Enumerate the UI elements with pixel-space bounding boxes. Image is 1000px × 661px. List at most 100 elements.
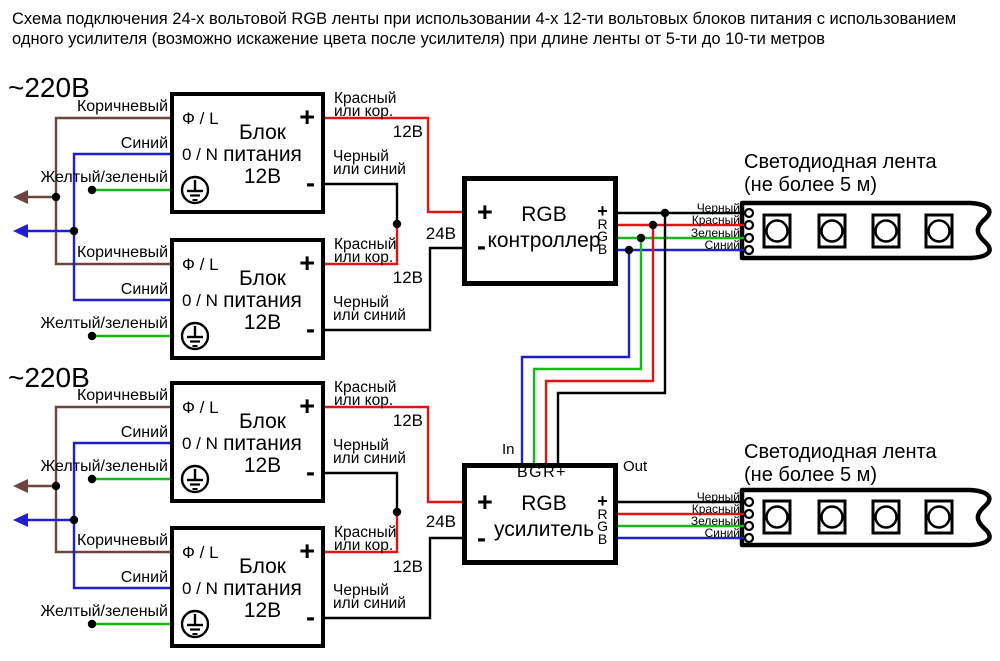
psu3-black-wire-label-l1: Черный — [333, 437, 389, 454]
strip-terminals — [743, 207, 755, 544]
psu1-ground-label: Желтый/зеленый — [40, 169, 168, 186]
psu1-blue-label: Синий — [120, 135, 168, 152]
amplifier-24v-label: 24В — [425, 512, 456, 531]
psu3-red-wire-label-l2: или кор. — [334, 392, 394, 409]
controller-24v-label: 24В — [425, 224, 456, 243]
ac-wires-group1 — [13, 116, 171, 338]
psu4-ground-label: Желтый/зеленый — [40, 603, 168, 620]
phase-terminal-label: Ф / L — [182, 398, 219, 417]
psu2-red-wire-label-l1: Красный — [334, 236, 397, 253]
controller-output-wires — [520, 211, 749, 467]
strip2-red-wire-label: Красный — [691, 502, 740, 516]
psu-minus-terminal: - — [306, 314, 315, 344]
phase-terminal-label: Ф / L — [182, 109, 219, 128]
strip1-title-l1: Светодиодная лента — [744, 151, 937, 173]
ground-terminal-icon — [180, 464, 210, 494]
psu3-red-wire-label-l1: Красный — [334, 379, 397, 396]
phase-terminal-label: Ф / L — [182, 543, 219, 562]
psu1-black-wire-label-l1: Черный — [333, 148, 389, 165]
psu2-blue-label: Синий — [120, 281, 168, 298]
strip2-blue-wire-label: Синий — [704, 526, 740, 540]
neutral-terminal-label: 0 / N — [182, 579, 218, 598]
psu1-12v-label: 12В — [392, 122, 423, 141]
psu2-black-wire-label-l2: или синий — [333, 307, 406, 324]
psu-minus-terminal: - — [306, 602, 315, 632]
psu2-12v-label: 12В — [392, 268, 423, 287]
amplifier-output-terminals: + R G B — [597, 491, 608, 547]
led-strip-1-shape — [739, 200, 992, 261]
strip1-green-wire-label: Зеленый — [690, 226, 740, 240]
arrow-left-blue-icon — [13, 513, 28, 527]
ac-wires-group2 — [13, 405, 171, 626]
amplifier-out-label: Out — [623, 458, 648, 475]
led-strip-2-shape — [739, 487, 992, 548]
strip1-black-wire-label: Черный — [696, 201, 740, 215]
psu2-red-wire-label-l2: или кор. — [334, 249, 394, 266]
strip2-green-wire-label: Зеленый — [690, 514, 740, 528]
diagram-title-line2: одного усилителя (возможно искажение цве… — [12, 30, 826, 48]
ground-terminal-icon — [180, 609, 210, 639]
amplifier-output-wires — [614, 500, 749, 540]
psu-minus-terminal: - — [306, 168, 315, 198]
dc-wires-pair2 — [321, 405, 464, 620]
strip2-title-l2: (не более 5 м) — [744, 464, 878, 486]
psu3-ground-label: Желтый/зеленый — [40, 458, 168, 475]
ac-voltage-label-2: ~220В — [8, 362, 90, 393]
psu1-red-wire-label-l2: или кор. — [334, 103, 394, 120]
phase-terminal-label: Ф / L — [182, 255, 219, 274]
psu4-blue-label: Синий — [120, 569, 168, 586]
psu1-black-wire-label-l2: или синий — [333, 161, 406, 178]
psu4-black-wire-label-l2: или синий — [333, 595, 406, 612]
psu4-red-wire-label-l1: Красный — [334, 524, 397, 541]
amplifier-minus-input: - — [477, 523, 486, 553]
psu2-ground-label: Желтый/зеленый — [40, 315, 168, 332]
psu4-red-wire-label-l2: или кор. — [334, 537, 394, 554]
psu-plus-terminal: + — [299, 391, 315, 421]
strip1-blue-wire-label: Синий — [704, 238, 740, 252]
ground-terminal-icon — [180, 321, 210, 351]
amplifier-plus-input: + — [477, 487, 493, 517]
arrow-left-brown-icon — [13, 479, 28, 493]
strip2-black-wire-label: Черный — [696, 490, 740, 504]
amplifier-in-label: In — [502, 441, 515, 458]
neutral-terminal-label: 0 / N — [182, 291, 218, 310]
diagram-title-line1: Схема подключения 24-х вольтовой RGB лен… — [12, 10, 957, 28]
psu2-brown-label: Коричневый — [76, 244, 168, 261]
psu4-12v-label: 12В — [392, 557, 423, 576]
psu4-brown-label: Коричневый — [76, 532, 168, 549]
controller-plus-input: + — [477, 197, 493, 227]
psu3-blue-label: Синий — [120, 424, 168, 441]
neutral-terminal-label: 0 / N — [182, 145, 218, 164]
ground-terminal-icon — [180, 175, 210, 205]
psu1-red-wire-label-l1: Красный — [334, 90, 397, 107]
strip2-title-l1: Светодиодная лента — [744, 441, 937, 463]
strip1-red-wire-label: Красный — [691, 213, 740, 227]
amplifier-input-terminals: BGR+ — [517, 464, 568, 481]
neutral-terminal-label: 0 / N — [182, 434, 218, 453]
psu1-brown-label: Коричневый — [76, 98, 168, 115]
junction-dots — [51, 185, 670, 629]
psu3-12v-label: 12В — [392, 411, 423, 430]
psu3-brown-label: Коричневый — [76, 387, 168, 404]
psu3-black-wire-label-l2: или синий — [333, 450, 406, 467]
psu-plus-terminal: + — [299, 248, 315, 278]
psu-plus-terminal: + — [299, 536, 315, 566]
psu-minus-terminal: - — [306, 457, 315, 487]
strip1-title-l2: (не более 5 м) — [744, 174, 878, 196]
psu-plus-terminal: + — [299, 102, 315, 132]
psu2-black-wire-label-l1: Черный — [333, 294, 389, 311]
ac-voltage-label-1: ~220В — [8, 72, 90, 103]
